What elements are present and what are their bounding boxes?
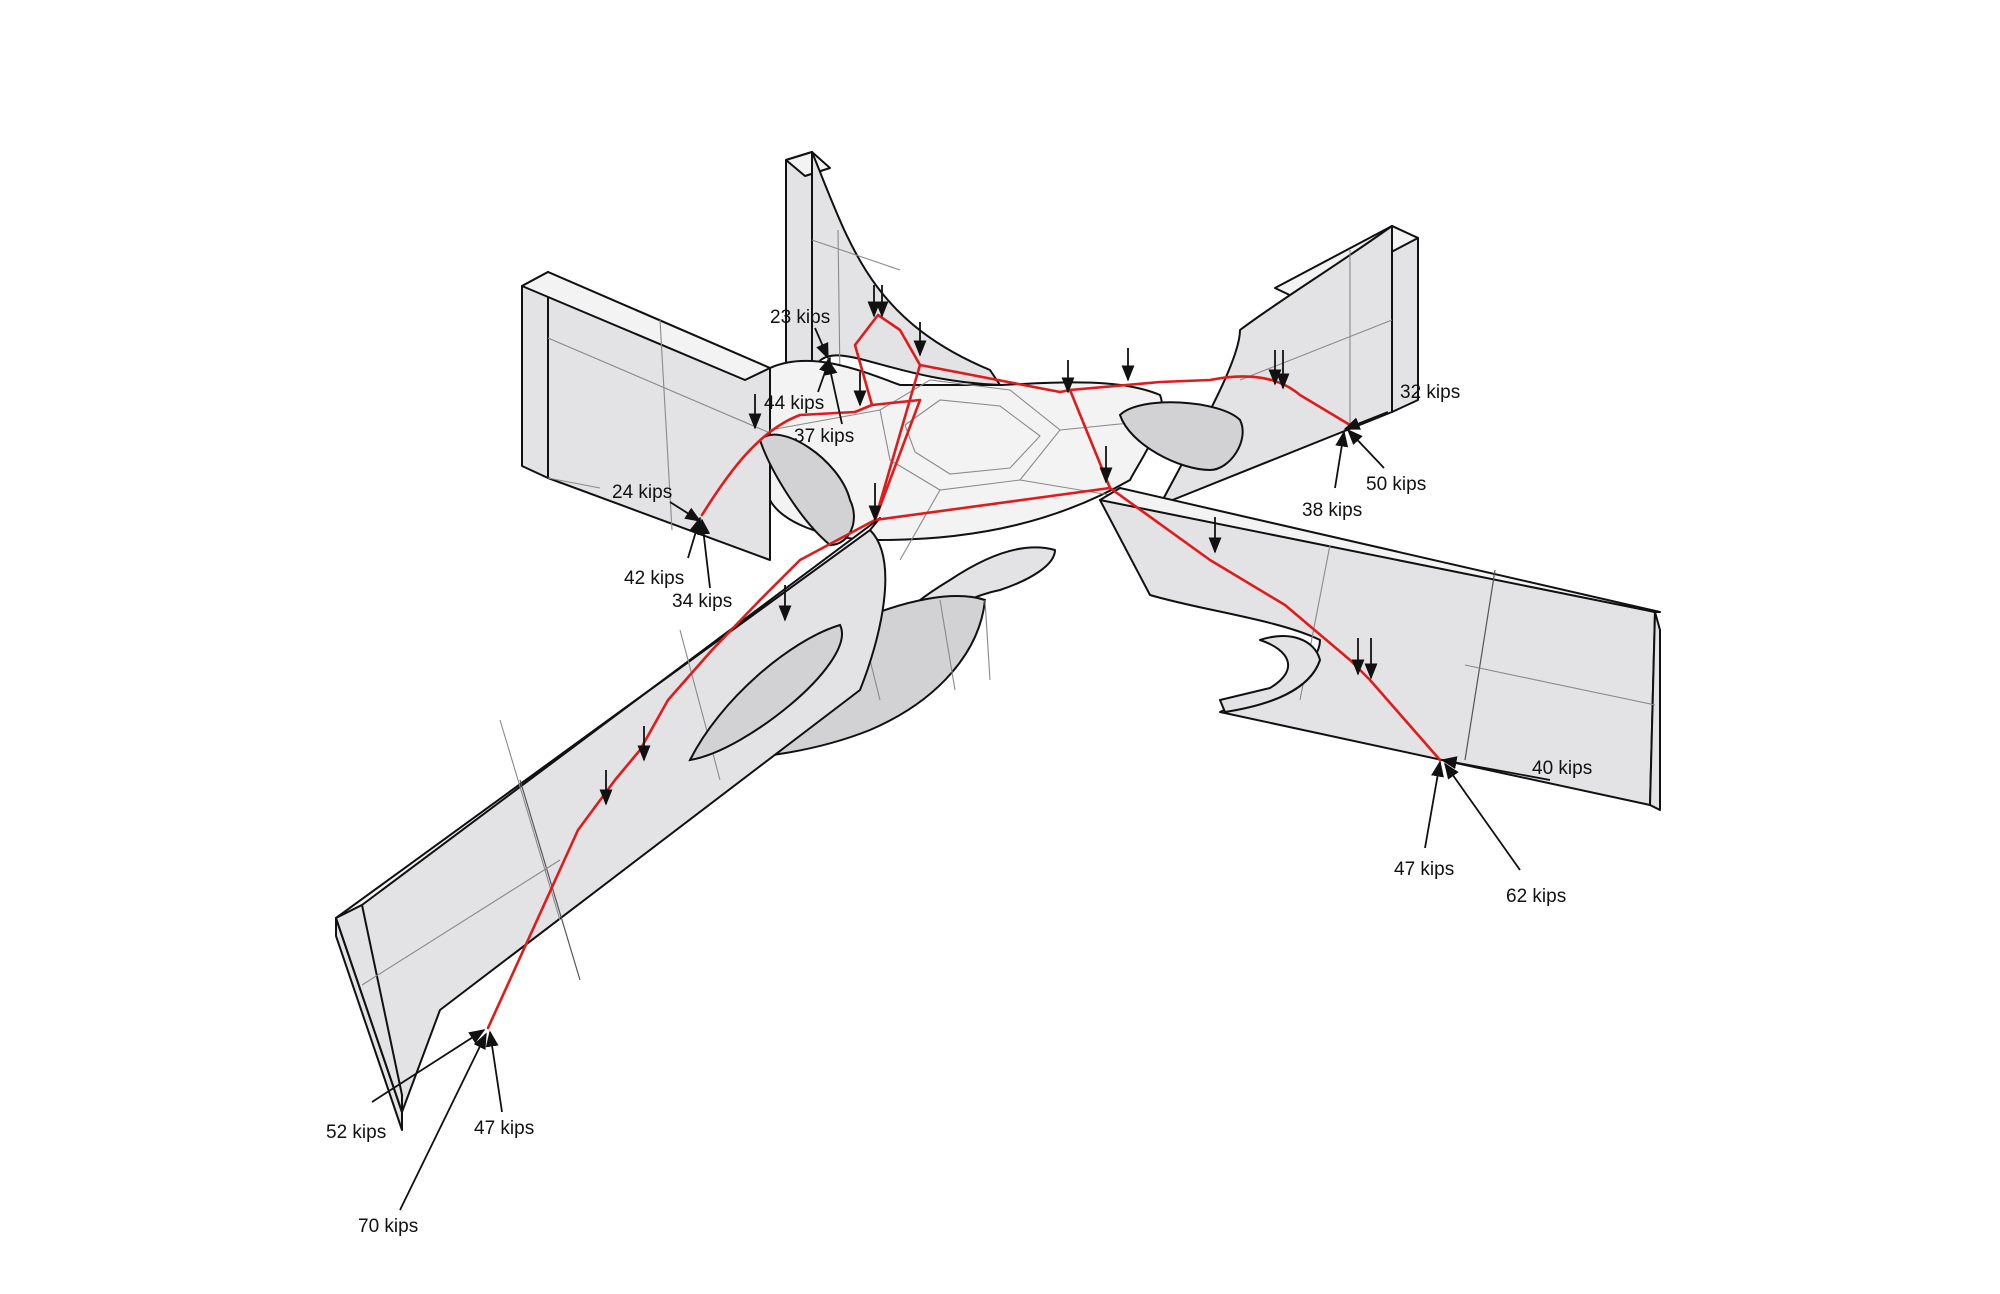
label-24-kips: 24 kips (612, 482, 672, 503)
label-50-kips: 50 kips (1366, 474, 1426, 495)
label-38-kips: 38 kips (1302, 500, 1362, 521)
wall-top-left (521, 271, 771, 561)
label-23-kips: 23 kips (770, 307, 830, 328)
label-32-kips: 32 kips (1400, 382, 1460, 403)
label-34-kips: 34 kips (672, 591, 732, 612)
label-42-kips: 42 kips (624, 568, 684, 589)
label-44-kips: 44 kips (764, 393, 824, 414)
label-47-kips-left: 47 kips (474, 1118, 534, 1139)
label-37-kips: 37 kips (794, 426, 854, 447)
label-52-kips: 52 kips (326, 1122, 386, 1143)
arm-left (335, 517, 887, 1131)
load-labels: 23 kips 44 kips 37 kips 24 kips 42 kips … (326, 307, 1592, 1237)
wall-top-center (785, 151, 1001, 386)
label-40-kips: 40 kips (1532, 758, 1592, 779)
arch-opening-left (758, 433, 855, 547)
label-47-kips-right: 47 kips (1394, 859, 1454, 880)
thrust-line (486, 313, 1442, 1030)
cross-vault-geometry (335, 151, 1661, 1131)
label-62-kips: 62 kips (1506, 886, 1566, 907)
arch-opening-right (1118, 401, 1244, 472)
load-arrows (371, 285, 1551, 1211)
label-70-kips: 70 kips (358, 1216, 418, 1237)
